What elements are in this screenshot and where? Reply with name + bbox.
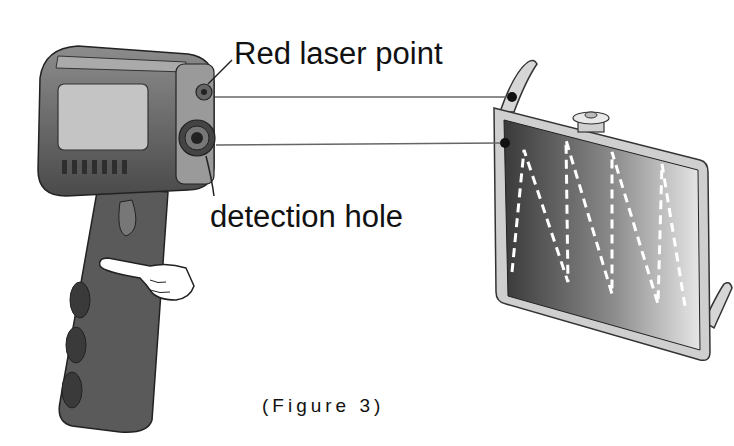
laser-beam [212,96,507,98]
radiator [494,60,732,360]
radiator-pipe [500,60,537,112]
radiator-core [504,120,700,350]
radiator-frame [494,108,710,360]
pointing-hand [100,258,194,300]
leader-line [206,156,214,196]
laser-dot [507,92,517,102]
figure-caption: (Figure 3) [262,396,384,415]
part-label: Red laser point [234,38,443,69]
scan-path [512,140,686,312]
infrared-thermometer [38,46,215,432]
radiator-cap [573,112,609,132]
part-label: detection hole [210,201,403,232]
leader-line [208,60,232,84]
detection-beam [216,143,500,145]
target-dot [500,138,510,148]
